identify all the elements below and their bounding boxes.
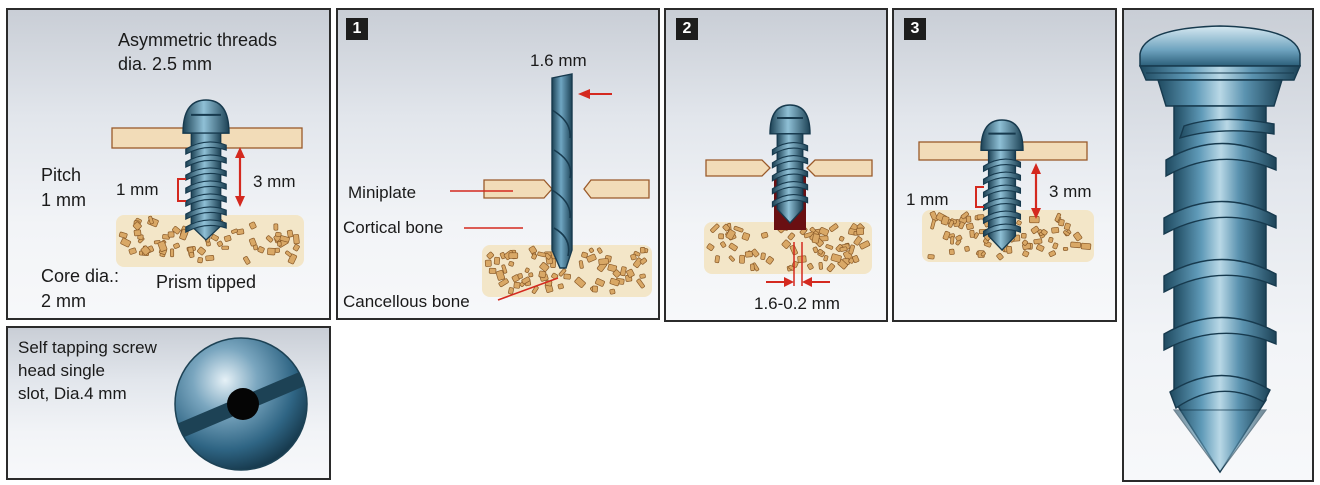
panel-step-1: 1 1.6 mm Miniplate Cortical bone Cancell…: [336, 8, 660, 320]
pitch-bracket: [178, 179, 186, 201]
step1-illustration: [338, 10, 660, 320]
panel-step-3: 3 1 mm 3 mm: [892, 8, 1117, 322]
pitch-bracket-label: 1 mm: [116, 179, 159, 201]
hole-arrow-left-head: [784, 277, 794, 287]
length-label: 3 mm: [253, 171, 296, 193]
miniplate-right: [584, 180, 649, 198]
step2-illustration: [666, 10, 888, 322]
miniplate-left: [484, 180, 552, 198]
pitch-bracket: [976, 187, 984, 207]
panel-screw-specs: Asymmetric threads dia. 2.5 mm Pitch 1 m…: [6, 8, 331, 320]
miniplate-label: Miniplate: [348, 182, 416, 204]
big-screw-head: [1140, 26, 1300, 66]
drill-diameter-label: 1.6 mm: [530, 50, 587, 72]
length-arrow-bottom: [235, 196, 245, 207]
big-screw-illustration: [1124, 10, 1314, 482]
hole-diameter-label: 1.6-0.2 mm: [754, 293, 840, 315]
pitch-bracket-label: 1 mm: [906, 189, 949, 211]
big-screw-neck: [1158, 80, 1282, 106]
drill-bit: [552, 74, 572, 268]
threads-label: Asymmetric threads dia. 2.5 mm: [118, 28, 277, 76]
length-arrow-top: [1031, 163, 1041, 174]
cortical-bone-label: Cortical bone: [343, 217, 443, 239]
core-diameter-label: Core dia.: 2 mm: [41, 264, 119, 314]
step3-illustration: [894, 10, 1117, 322]
panel-screw-head: Self tapping screw head single slot, Dia…: [6, 326, 331, 480]
miniplate-right: [807, 160, 872, 176]
tip-label: Prism tipped: [156, 271, 256, 293]
step-number-1: 1: [346, 18, 368, 40]
cancellous-bone-label: Cancellous bone: [343, 291, 470, 313]
step-number-3: 3: [904, 18, 926, 40]
screw: [981, 120, 1023, 250]
length-label: 3 mm: [1049, 181, 1092, 203]
miniplate-left: [706, 160, 770, 176]
screw-center-hole: [227, 388, 259, 420]
step-number-2: 2: [676, 18, 698, 40]
hole-arrow-right-head: [802, 277, 812, 287]
big-screw-tip: [1174, 410, 1266, 472]
panel-step-2: 2 1.6-0.2 mm: [664, 8, 888, 322]
head-description: Self tapping screw head single slot, Dia…: [18, 336, 157, 405]
drill-diameter-arrowhead: [578, 89, 590, 99]
panel-big-screw: [1122, 8, 1314, 482]
pitch-label: Pitch 1 mm: [41, 163, 86, 213]
